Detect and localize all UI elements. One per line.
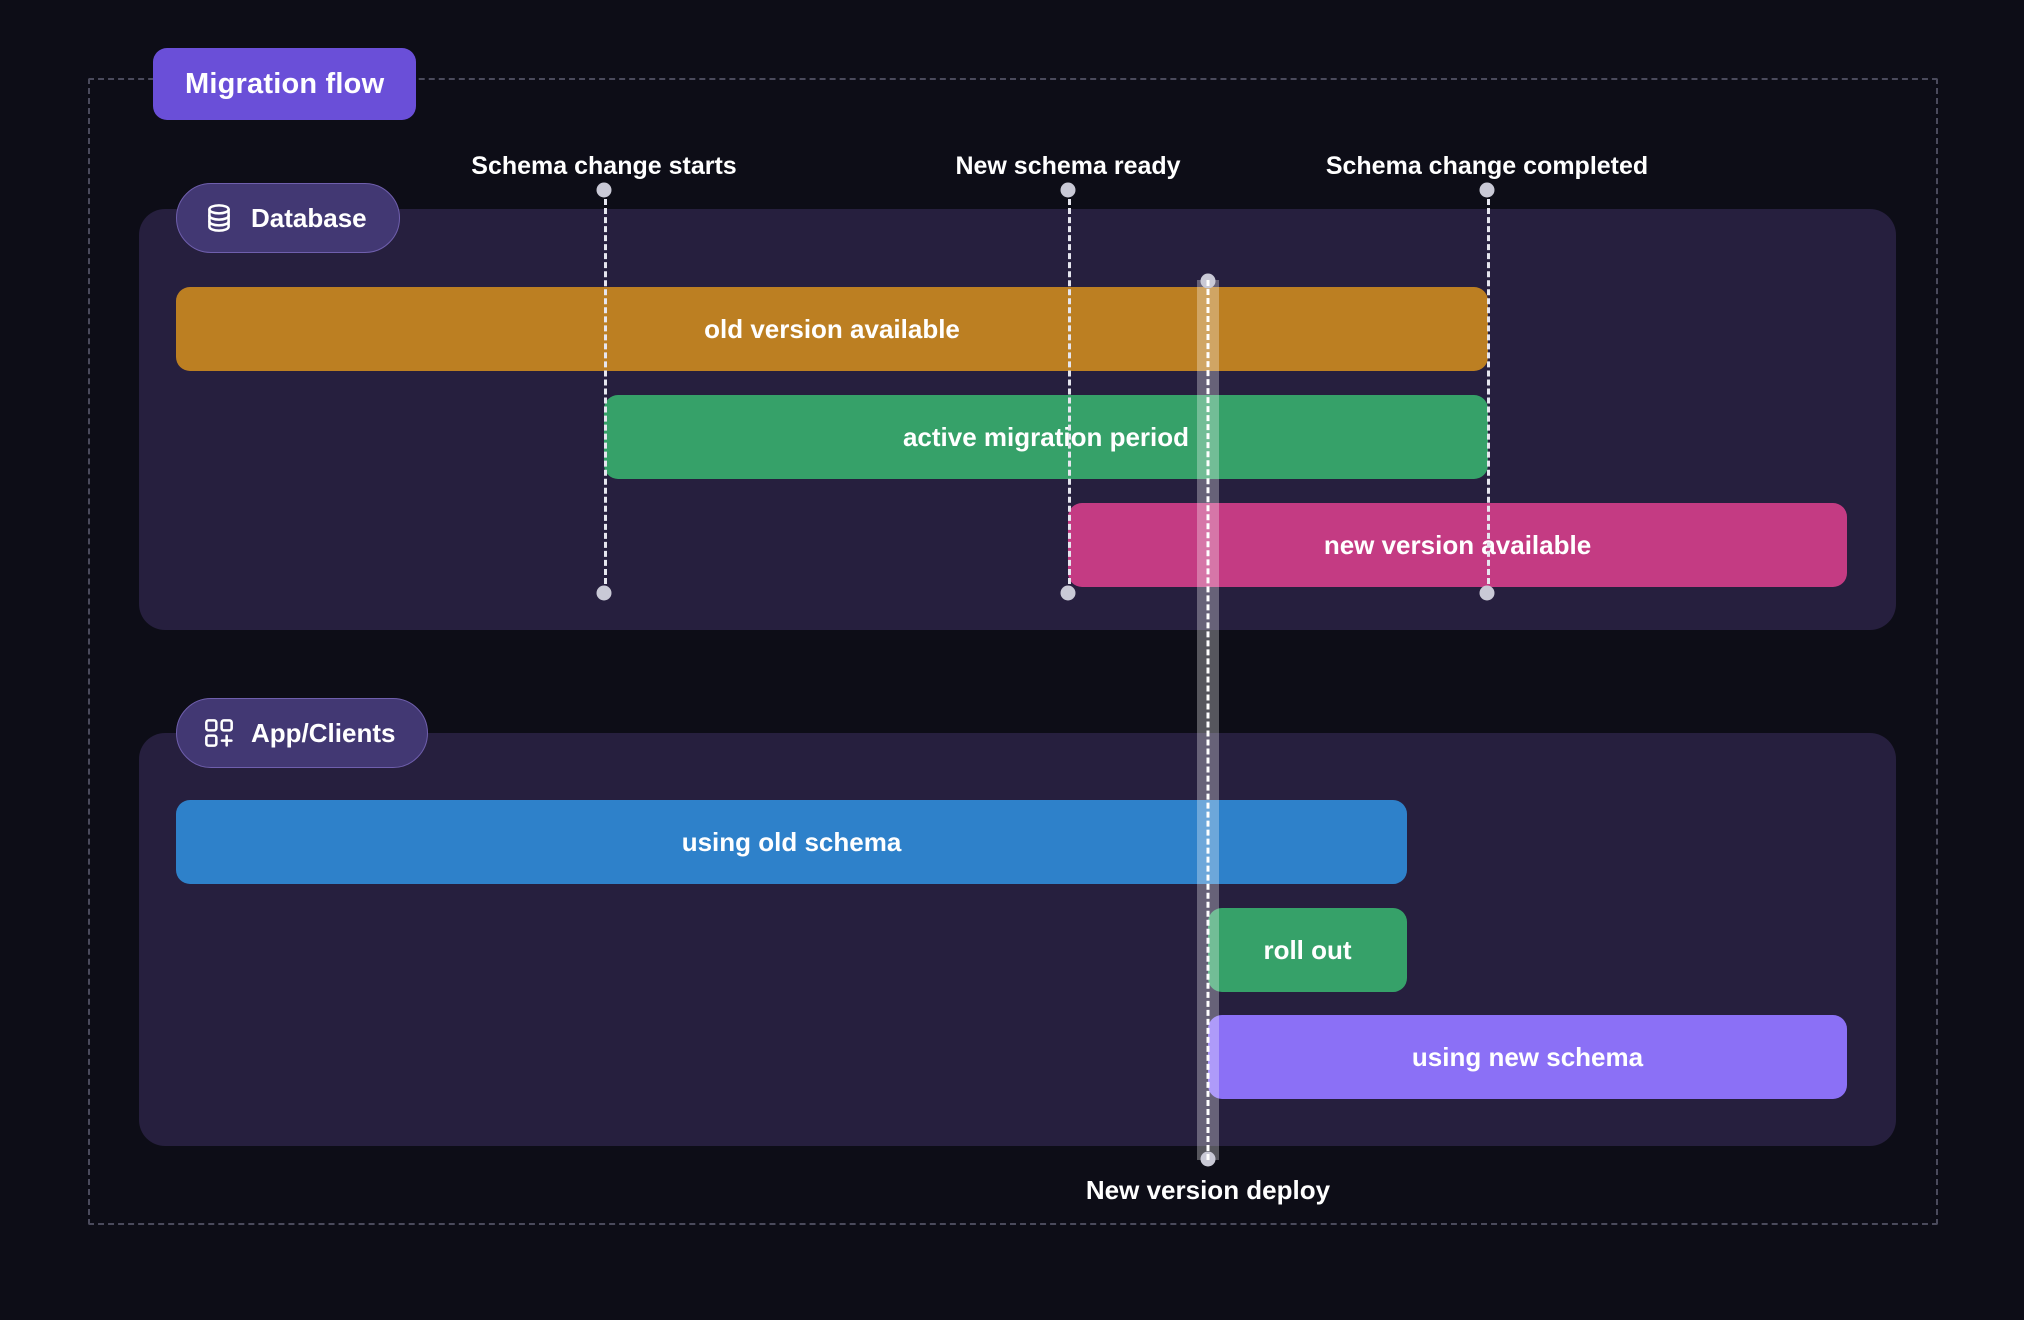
lane-badge-database[interactable]: Database — [176, 183, 400, 253]
milestone-label-schema-change-completed: Schema change completed — [1325, 152, 1649, 180]
milestone-dot-bottom-schema-change-completed — [1479, 585, 1495, 601]
milestone-label-new-schema-ready: New schema ready — [955, 152, 1181, 180]
milestone-dot-top-schema-change-starts — [596, 182, 612, 198]
bar-label-roll-out: roll out — [1263, 934, 1352, 965]
milestone-dot-bottom-schema-change-starts — [596, 585, 612, 601]
milestone-dot-bottom-new-schema-ready — [1060, 585, 1076, 601]
diagram-outer-frame — [88, 78, 1938, 1225]
milestone-dot-top-schema-change-completed — [1479, 182, 1495, 198]
milestone-guide-schema-change-starts — [604, 190, 607, 593]
bar-label-new-version-available: new version available — [1323, 529, 1592, 560]
milestone-guide-schema-change-completed — [1487, 190, 1490, 593]
lane-badge-label-database: Database — [251, 202, 367, 233]
app-grid-plus-icon — [203, 717, 235, 749]
bar-active-migration-period[interactable]: active migration period — [604, 395, 1488, 479]
page-title: Migration flow — [185, 67, 385, 100]
bar-label-active-migration-period: active migration period — [902, 421, 1190, 452]
bar-roll-out[interactable]: roll out — [1208, 908, 1407, 992]
milestone-label-schema-change-starts: Schema change starts — [471, 152, 737, 180]
milestone-dot-top-new-schema-ready — [1060, 182, 1076, 198]
lane-badge-label-app-clients: App/Clients — [251, 717, 396, 748]
milestone-label-new-version-deploy: New version deploy — [1085, 1175, 1331, 1205]
bar-new-version-available[interactable]: new version available — [1068, 503, 1847, 587]
bar-using-old-schema[interactable]: using old schema — [176, 800, 1407, 884]
bar-using-new-schema[interactable]: using new schema — [1208, 1015, 1847, 1099]
lane-badge-app-clients[interactable]: App/Clients — [176, 698, 429, 768]
bar-old-version-available[interactable]: old version available — [176, 287, 1488, 371]
bar-label-old-version-available: old version available — [704, 313, 960, 344]
bar-label-using-new-schema: using new schema — [1411, 1041, 1644, 1072]
database-icon — [203, 202, 235, 234]
diagram-title-badge: Migration flow — [153, 48, 417, 120]
milestone-guide-new-version-deploy — [1206, 280, 1210, 1160]
milestone-guide-new-schema-ready — [1068, 190, 1071, 593]
bar-label-using-old-schema: using old schema — [681, 826, 902, 857]
